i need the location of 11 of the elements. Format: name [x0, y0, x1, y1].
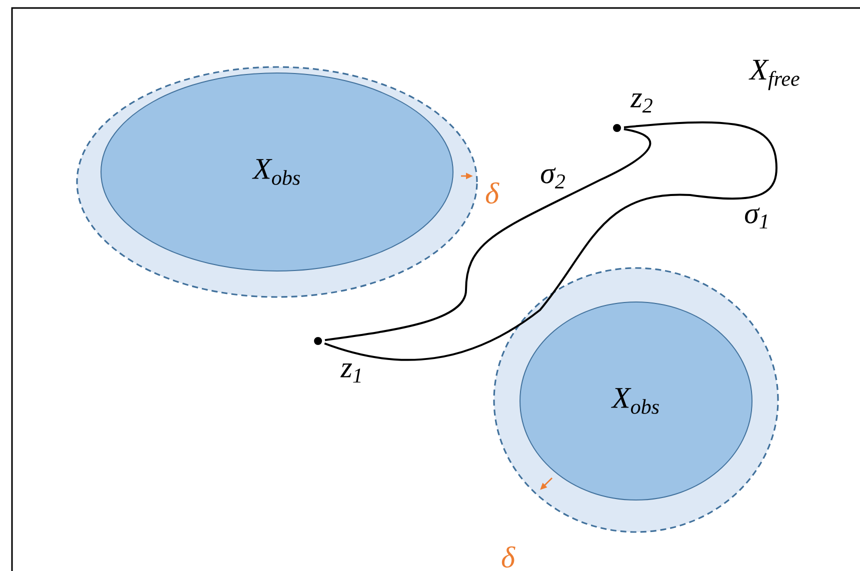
point-label: z$_{1}$	[340, 363, 361, 383]
point-dot	[610, 121, 624, 135]
edge-label: σ$_{2}$	[541, 168, 565, 188]
margin-label: δ	[502, 546, 516, 568]
path-curve	[324, 121, 778, 361]
region-label: X$_{free}$	[748, 60, 800, 90]
point-dot	[311, 334, 325, 348]
point-label: z$_{2}$	[630, 93, 652, 113]
edge-label: σ$_{1}$	[745, 208, 768, 228]
margin-label: δ	[486, 182, 500, 204]
path-curve	[324, 128, 651, 342]
